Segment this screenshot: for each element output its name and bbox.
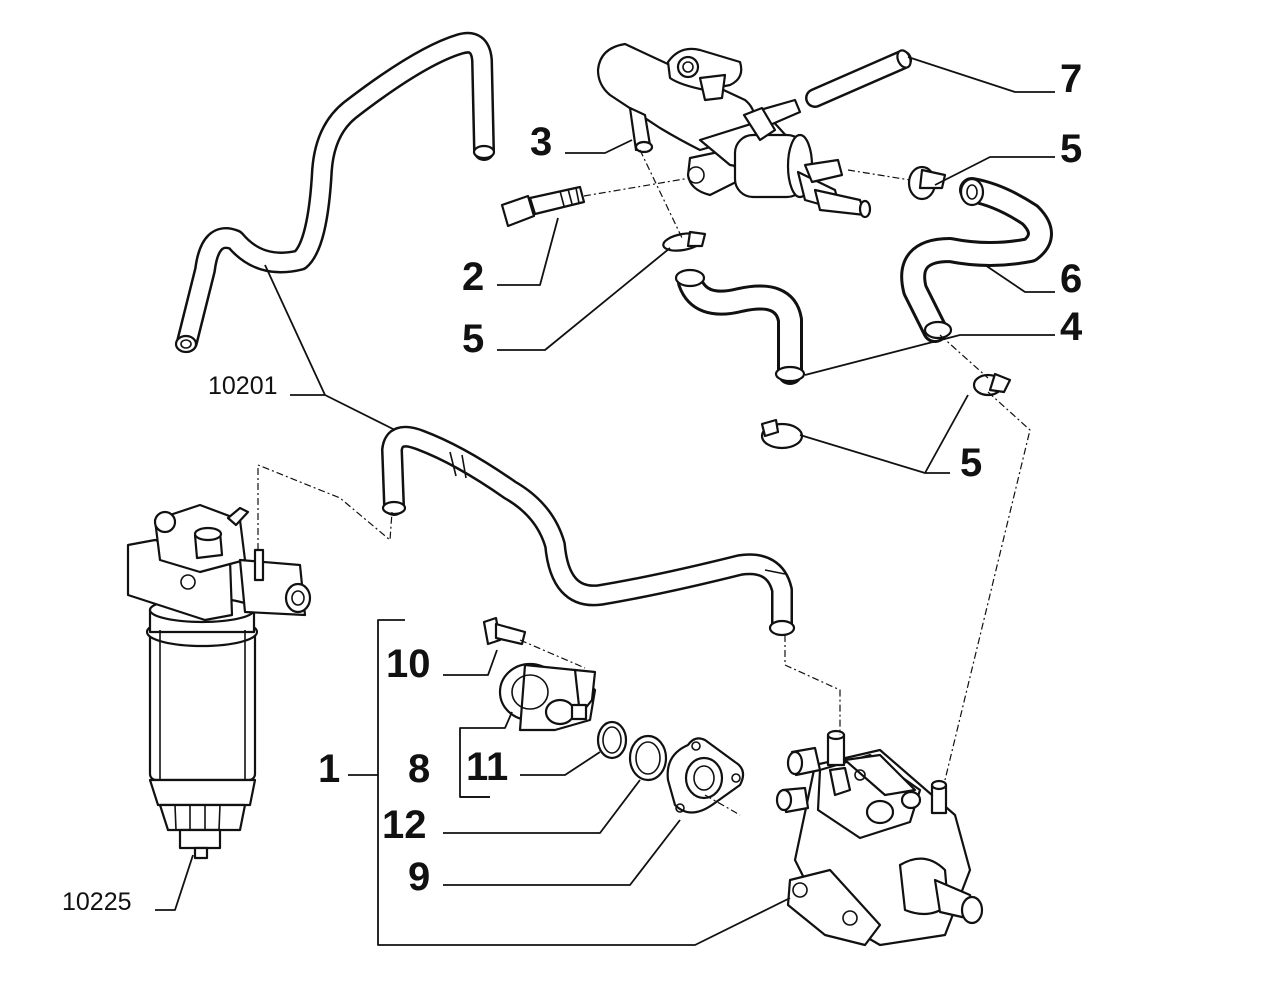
callout-3: 3 bbox=[530, 120, 552, 164]
callout-12: 12 bbox=[382, 803, 427, 847]
leader-lines bbox=[155, 56, 1055, 946]
hose-7 bbox=[805, 49, 912, 108]
callout-7: 7 bbox=[1060, 57, 1082, 101]
fuel-filter-10225 bbox=[126, 503, 312, 860]
assembly-lines bbox=[257, 149, 1031, 816]
callout-4: 4 bbox=[1060, 305, 1083, 349]
callout-5-lower: 5 bbox=[960, 441, 982, 485]
hose-clamp-5a bbox=[662, 230, 707, 252]
return-hose-upper bbox=[174, 31, 496, 354]
callout-11: 11 bbox=[466, 745, 508, 789]
o-ring-12 bbox=[628, 734, 668, 782]
pressure-regulator-8 bbox=[482, 616, 597, 732]
feed-hose-lower bbox=[381, 425, 796, 637]
callout-10201: 10201 bbox=[208, 372, 278, 400]
high-pressure-pump bbox=[775, 729, 984, 947]
o-ring-11 bbox=[596, 720, 628, 760]
hose-6 bbox=[900, 177, 1053, 343]
callout-9: 9 bbox=[408, 855, 430, 899]
callout-10: 10 bbox=[386, 642, 431, 686]
bolt-2 bbox=[500, 185, 586, 228]
fuel-manifold-3 bbox=[596, 42, 872, 219]
hose-clamp-5c bbox=[972, 372, 1012, 397]
callout-10225: 10225 bbox=[62, 888, 132, 916]
hose-clamp-5d bbox=[760, 418, 804, 450]
callout-5-left: 5 bbox=[462, 317, 484, 361]
callout-2: 2 bbox=[462, 255, 484, 299]
callout-1: 1 bbox=[318, 747, 340, 791]
callout-6: 6 bbox=[1060, 257, 1082, 301]
callout-5-top: 5 bbox=[1060, 127, 1082, 171]
flange-9 bbox=[666, 737, 745, 814]
hose-4 bbox=[674, 268, 806, 385]
callout-8: 8 bbox=[408, 747, 430, 791]
callout-labels: 7 3 5 2 6 5 4 10201 5 10 1 8 11 12 9 102… bbox=[62, 57, 1083, 916]
